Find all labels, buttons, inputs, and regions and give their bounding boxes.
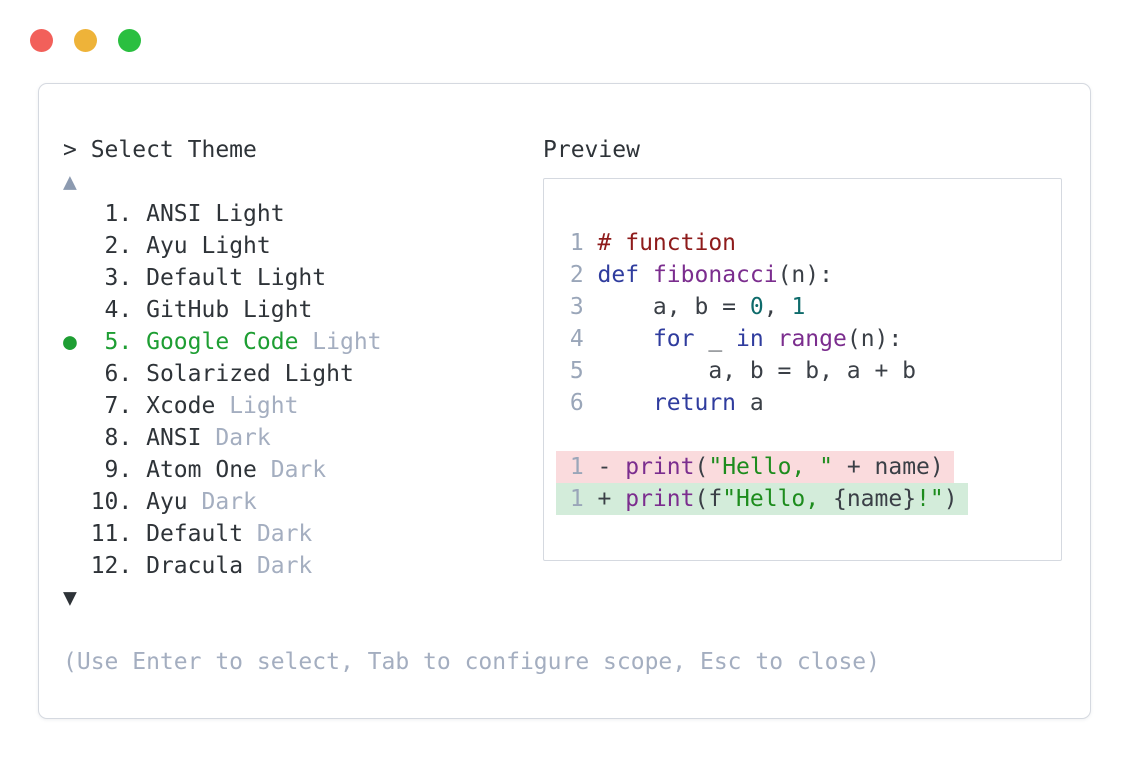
theme-list-item[interactable]: 4. GitHub Light [63,294,543,326]
theme-variant: Light [187,233,271,259]
diff-sample: 1 - print("Hello, " + name)1 + print(f"H… [556,451,1061,515]
theme-name: Ayu [146,233,188,259]
item-number: 12. [76,553,147,579]
item-number: 7. [76,393,147,419]
theme-list-item[interactable]: 6. Solarized Light [63,358,543,390]
theme-list-pane: > Select Theme ▲ 1. ANSI Light 2. Ayu Li… [63,134,543,614]
theme-list-item[interactable]: 12. Dracula Dark [63,550,543,582]
theme-name: Xcode [146,393,216,419]
theme-name: Ayu [146,489,188,515]
theme-list-item[interactable]: 11. Default Dark [63,518,543,550]
theme-list-item[interactable]: 10. Ayu Dark [63,486,543,518]
zoom-button[interactable] [118,29,141,52]
theme-list-item[interactable]: 7. Xcode Light [63,390,543,422]
theme-picker-dialog: > Select Theme ▲ 1. ANSI Light 2. Ayu Li… [38,83,1091,719]
theme-variant: Light [298,329,382,355]
diff-line-added: 1 + print(f"Hello, {name}!") [556,483,968,515]
theme-variant: Dark [187,489,257,515]
code-line: 1 # function [556,227,1061,259]
item-number: 2. [76,233,147,259]
item-number: 8. [76,425,147,451]
item-number: 5. [76,329,147,355]
theme-list-item[interactable]: 2. Ayu Light [63,230,543,262]
theme-name: Default [146,265,244,291]
theme-list-item[interactable]: 9. Atom One Dark [63,454,543,486]
theme-name: Google Code [146,329,299,355]
line-number: 1 [569,230,584,256]
theme-list: 1. ANSI Light 2. Ayu Light 3. Default Li… [63,198,543,582]
code-line: 6 return a [556,387,1061,419]
theme-list-item[interactable]: 8. ANSI Dark [63,422,543,454]
item-number: 6. [76,361,147,387]
line-number: 6 [569,390,584,416]
theme-name: GitHub [146,297,230,323]
window-traffic-lights [30,29,141,52]
theme-variant: Light [201,201,285,227]
theme-variant: Dark [243,521,313,547]
line-number: 3 [569,294,584,320]
selected-dot-icon: ● [63,329,77,355]
theme-variant: Dark [243,553,313,579]
theme-list-item[interactable]: ● 5. Google Code Light [63,326,543,358]
line-number: 1 [569,454,584,480]
item-number: 10. [76,489,147,515]
theme-name: Default [146,521,244,547]
keyboard-hint: (Use Enter to select, Tab to configure s… [63,649,880,675]
theme-list-item[interactable]: 3. Default Light [63,262,543,294]
line-number: 5 [569,358,584,384]
theme-name: Dracula [146,553,244,579]
theme-variant: Light [243,265,327,291]
theme-variant: Light [270,361,354,387]
theme-name: Solarized [146,361,271,387]
item-number: 11. [76,521,147,547]
close-button[interactable] [30,29,53,52]
theme-variant: Light [215,393,299,419]
diff-sign: + [583,486,626,512]
item-number: 3. [76,265,147,291]
theme-variant: Dark [256,457,327,483]
theme-name: Atom One [146,457,257,483]
item-number: 9. [76,457,147,483]
scroll-up-icon[interactable]: ▲ [63,169,77,195]
line-number: 4 [569,326,584,352]
theme-name: ANSI [146,201,202,227]
theme-list-item[interactable]: 1. ANSI Light [63,198,543,230]
diff-sign: - [583,454,626,480]
scroll-down-icon[interactable]: ▼ [63,585,77,611]
code-line: 2 def fibonacci(n): [556,259,1061,291]
minimize-button[interactable] [74,29,97,52]
code-line: 4 for _ in range(n): [556,323,1061,355]
code-line: 3 a, b = 0, 1 [556,291,1061,323]
theme-name: ANSI [146,425,202,451]
line-number: 2 [569,262,584,288]
select-theme-prompt: > Select Theme [63,137,257,163]
item-number: 1. [76,201,147,227]
diff-line-removed: 1 - print("Hello, " + name) [556,451,954,483]
preview-title: Preview [543,137,640,163]
item-number: 4. [76,297,147,323]
theme-variant: Light [229,297,313,323]
line-number: 1 [569,486,584,512]
theme-variant: Dark [201,425,271,451]
code-line: 5 a, b = b, a + b [556,355,1061,387]
